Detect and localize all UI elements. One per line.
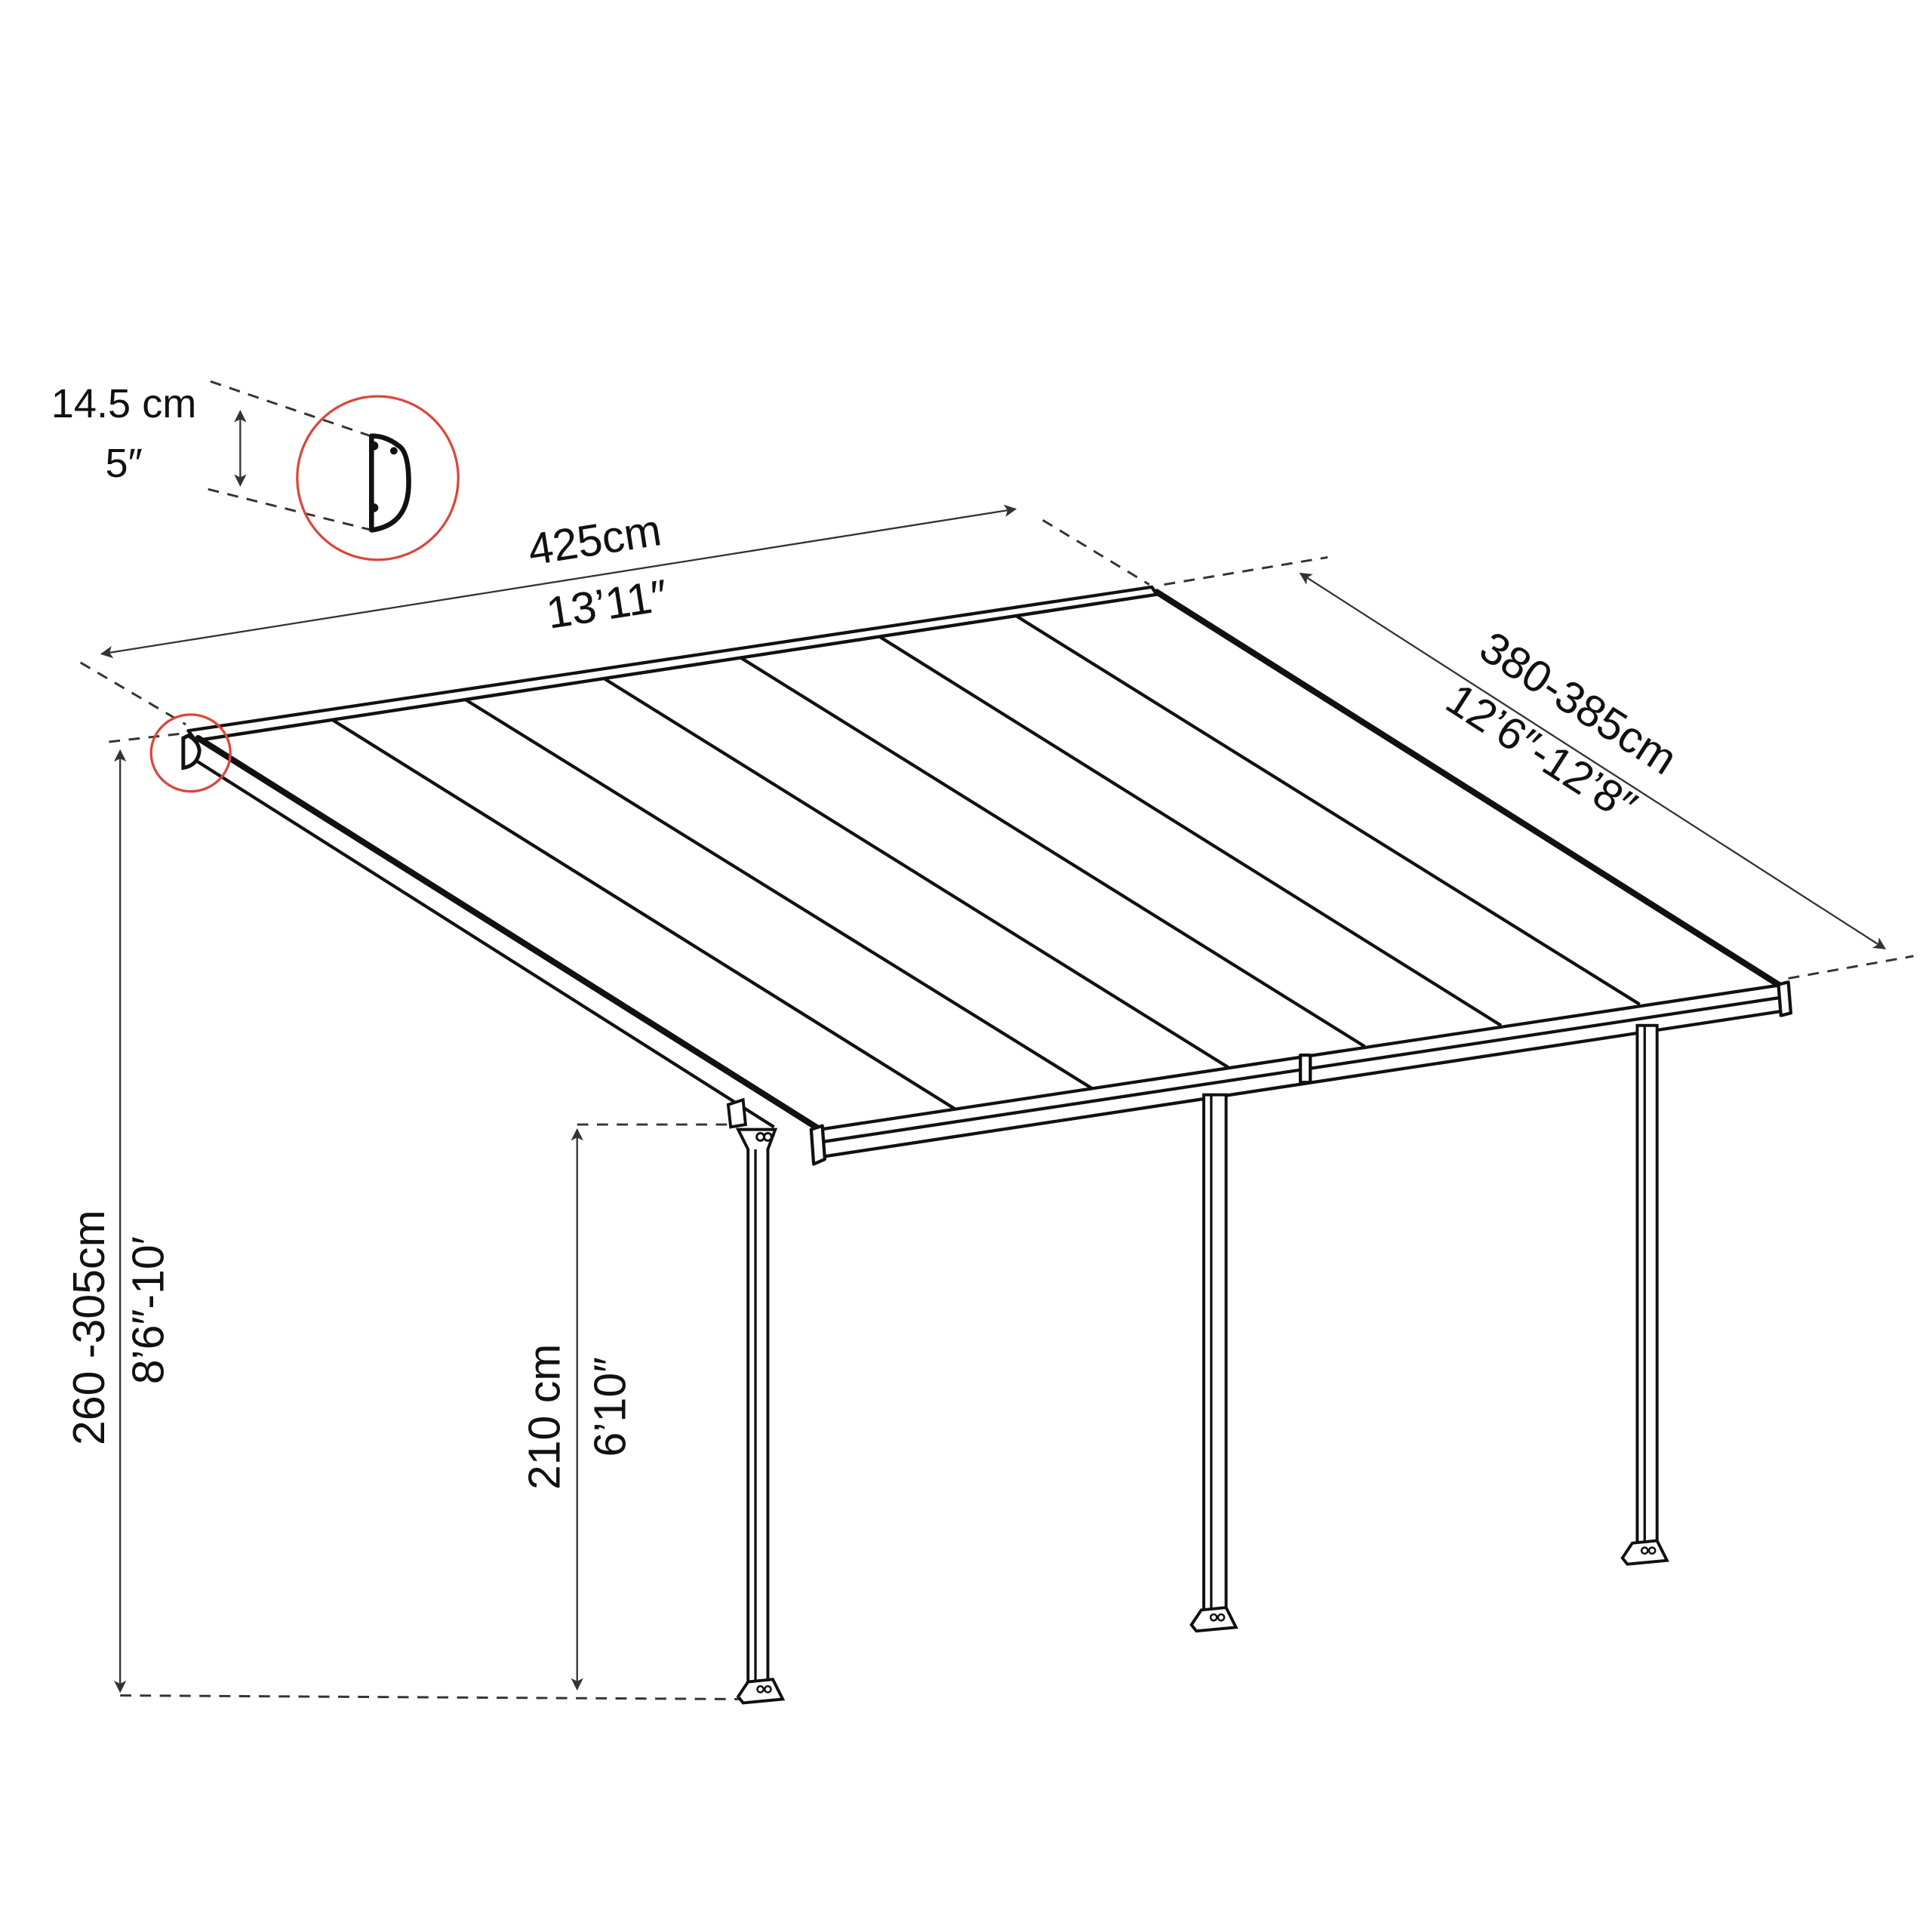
posts (726, 1023, 1669, 1705)
corner-callout-circle (149, 713, 232, 793)
post-base-left (736, 1678, 786, 1705)
roof-panel-bars (331, 614, 1641, 1112)
front-beam-joint (1298, 1054, 1312, 1084)
right-rafter (1153, 589, 1782, 988)
post-height-dimension: 210 cm 6’10″ (520, 1123, 731, 1690)
front-beam-endcap-right (1777, 980, 1793, 1017)
gutter-profile-icon (369, 433, 411, 533)
post-base-middle (1189, 1605, 1238, 1633)
wall-height-cm-label: 260 -305cm (64, 1210, 114, 1445)
width-extension-right (1041, 518, 1150, 586)
post-base-right (1620, 1539, 1669, 1566)
post-middle (1189, 1093, 1238, 1633)
post-right (1620, 1023, 1669, 1566)
depth-extension-top (1164, 556, 1328, 586)
wall-height-in-label: 8’6″-10′ (124, 1236, 174, 1384)
post-height-in-label: 6’10″ (586, 1357, 635, 1457)
panel-bar-2 (464, 698, 1094, 1091)
panel-bar-1 (331, 718, 958, 1112)
profile-height-in-label: 5″ (105, 441, 142, 486)
post-height-cm-label: 210 cm (520, 1343, 570, 1490)
post-left (726, 1097, 786, 1705)
left-rafter (195, 734, 823, 1133)
width-arrow (100, 504, 1017, 659)
profile-extension-top (210, 380, 375, 438)
profile-detail: 14.5 cm 5″ (51, 380, 460, 561)
left-rafter-underside (195, 758, 775, 1129)
depth-dimension: 380-385cm 12’6″-12’8″ (1164, 556, 1914, 980)
wall-height-extension-top (109, 732, 186, 743)
panel-bar-3 (603, 677, 1230, 1069)
ground-line (120, 1694, 743, 1700)
wall-height-dimension: 260 -305cm 8’6″-10′ (64, 732, 743, 1700)
depth-extension-bottom (1788, 955, 1914, 980)
panel-bar-5 (878, 635, 1503, 1027)
panel-bar-6 (1014, 614, 1641, 1006)
width-cm-label: 425cm (525, 505, 664, 575)
profile-height-cm-label: 14.5 cm (51, 381, 197, 426)
front-beam-endcap-left (809, 1124, 827, 1166)
width-extension-left (79, 661, 186, 726)
profile-extension-bottom (208, 488, 372, 531)
panel-bar-4 (740, 656, 1366, 1048)
depth-arrow (1299, 572, 1887, 949)
corner-profile-icon (181, 734, 202, 771)
roof (149, 585, 1793, 1166)
